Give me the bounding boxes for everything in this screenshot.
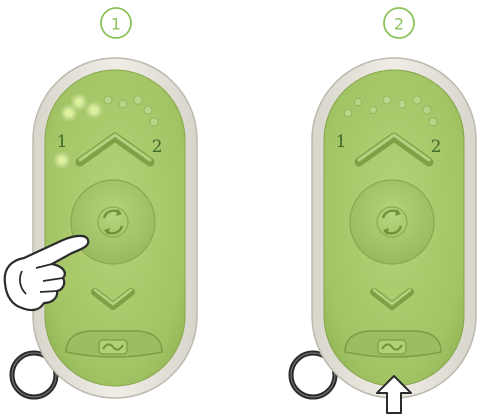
led-low bbox=[58, 156, 65, 163]
step-1-number: 1 bbox=[111, 15, 121, 34]
led-8 bbox=[150, 118, 158, 126]
led-5 bbox=[398, 100, 406, 108]
led-2 bbox=[354, 98, 361, 105]
center-button[interactable] bbox=[71, 180, 155, 264]
label-right: 2 bbox=[431, 137, 442, 157]
led-6 bbox=[413, 96, 421, 104]
step-1-badge: 1 bbox=[101, 8, 131, 38]
led-1 bbox=[65, 109, 73, 117]
bottom-button[interactable] bbox=[345, 331, 441, 357]
led-4 bbox=[104, 96, 112, 104]
led-7 bbox=[144, 106, 152, 114]
bottom-button[interactable] bbox=[66, 331, 162, 357]
device-step-1: 1 2 bbox=[5, 58, 197, 398]
led-7 bbox=[423, 106, 431, 114]
led-1 bbox=[344, 109, 351, 116]
label-left: 1 bbox=[336, 132, 347, 152]
label-right: 2 bbox=[152, 137, 163, 157]
step-2-number: 2 bbox=[394, 15, 404, 34]
led-2 bbox=[75, 98, 82, 105]
led-4 bbox=[383, 96, 391, 104]
label-left: 1 bbox=[57, 132, 68, 152]
step-2-badge: 2 bbox=[384, 8, 414, 38]
device-step-2: 1 2 bbox=[291, 58, 476, 413]
led-3 bbox=[90, 106, 97, 113]
led-8 bbox=[429, 118, 437, 126]
led-5 bbox=[119, 100, 127, 108]
center-button[interactable] bbox=[350, 180, 434, 264]
led-3 bbox=[369, 106, 376, 113]
led-6 bbox=[134, 96, 142, 104]
